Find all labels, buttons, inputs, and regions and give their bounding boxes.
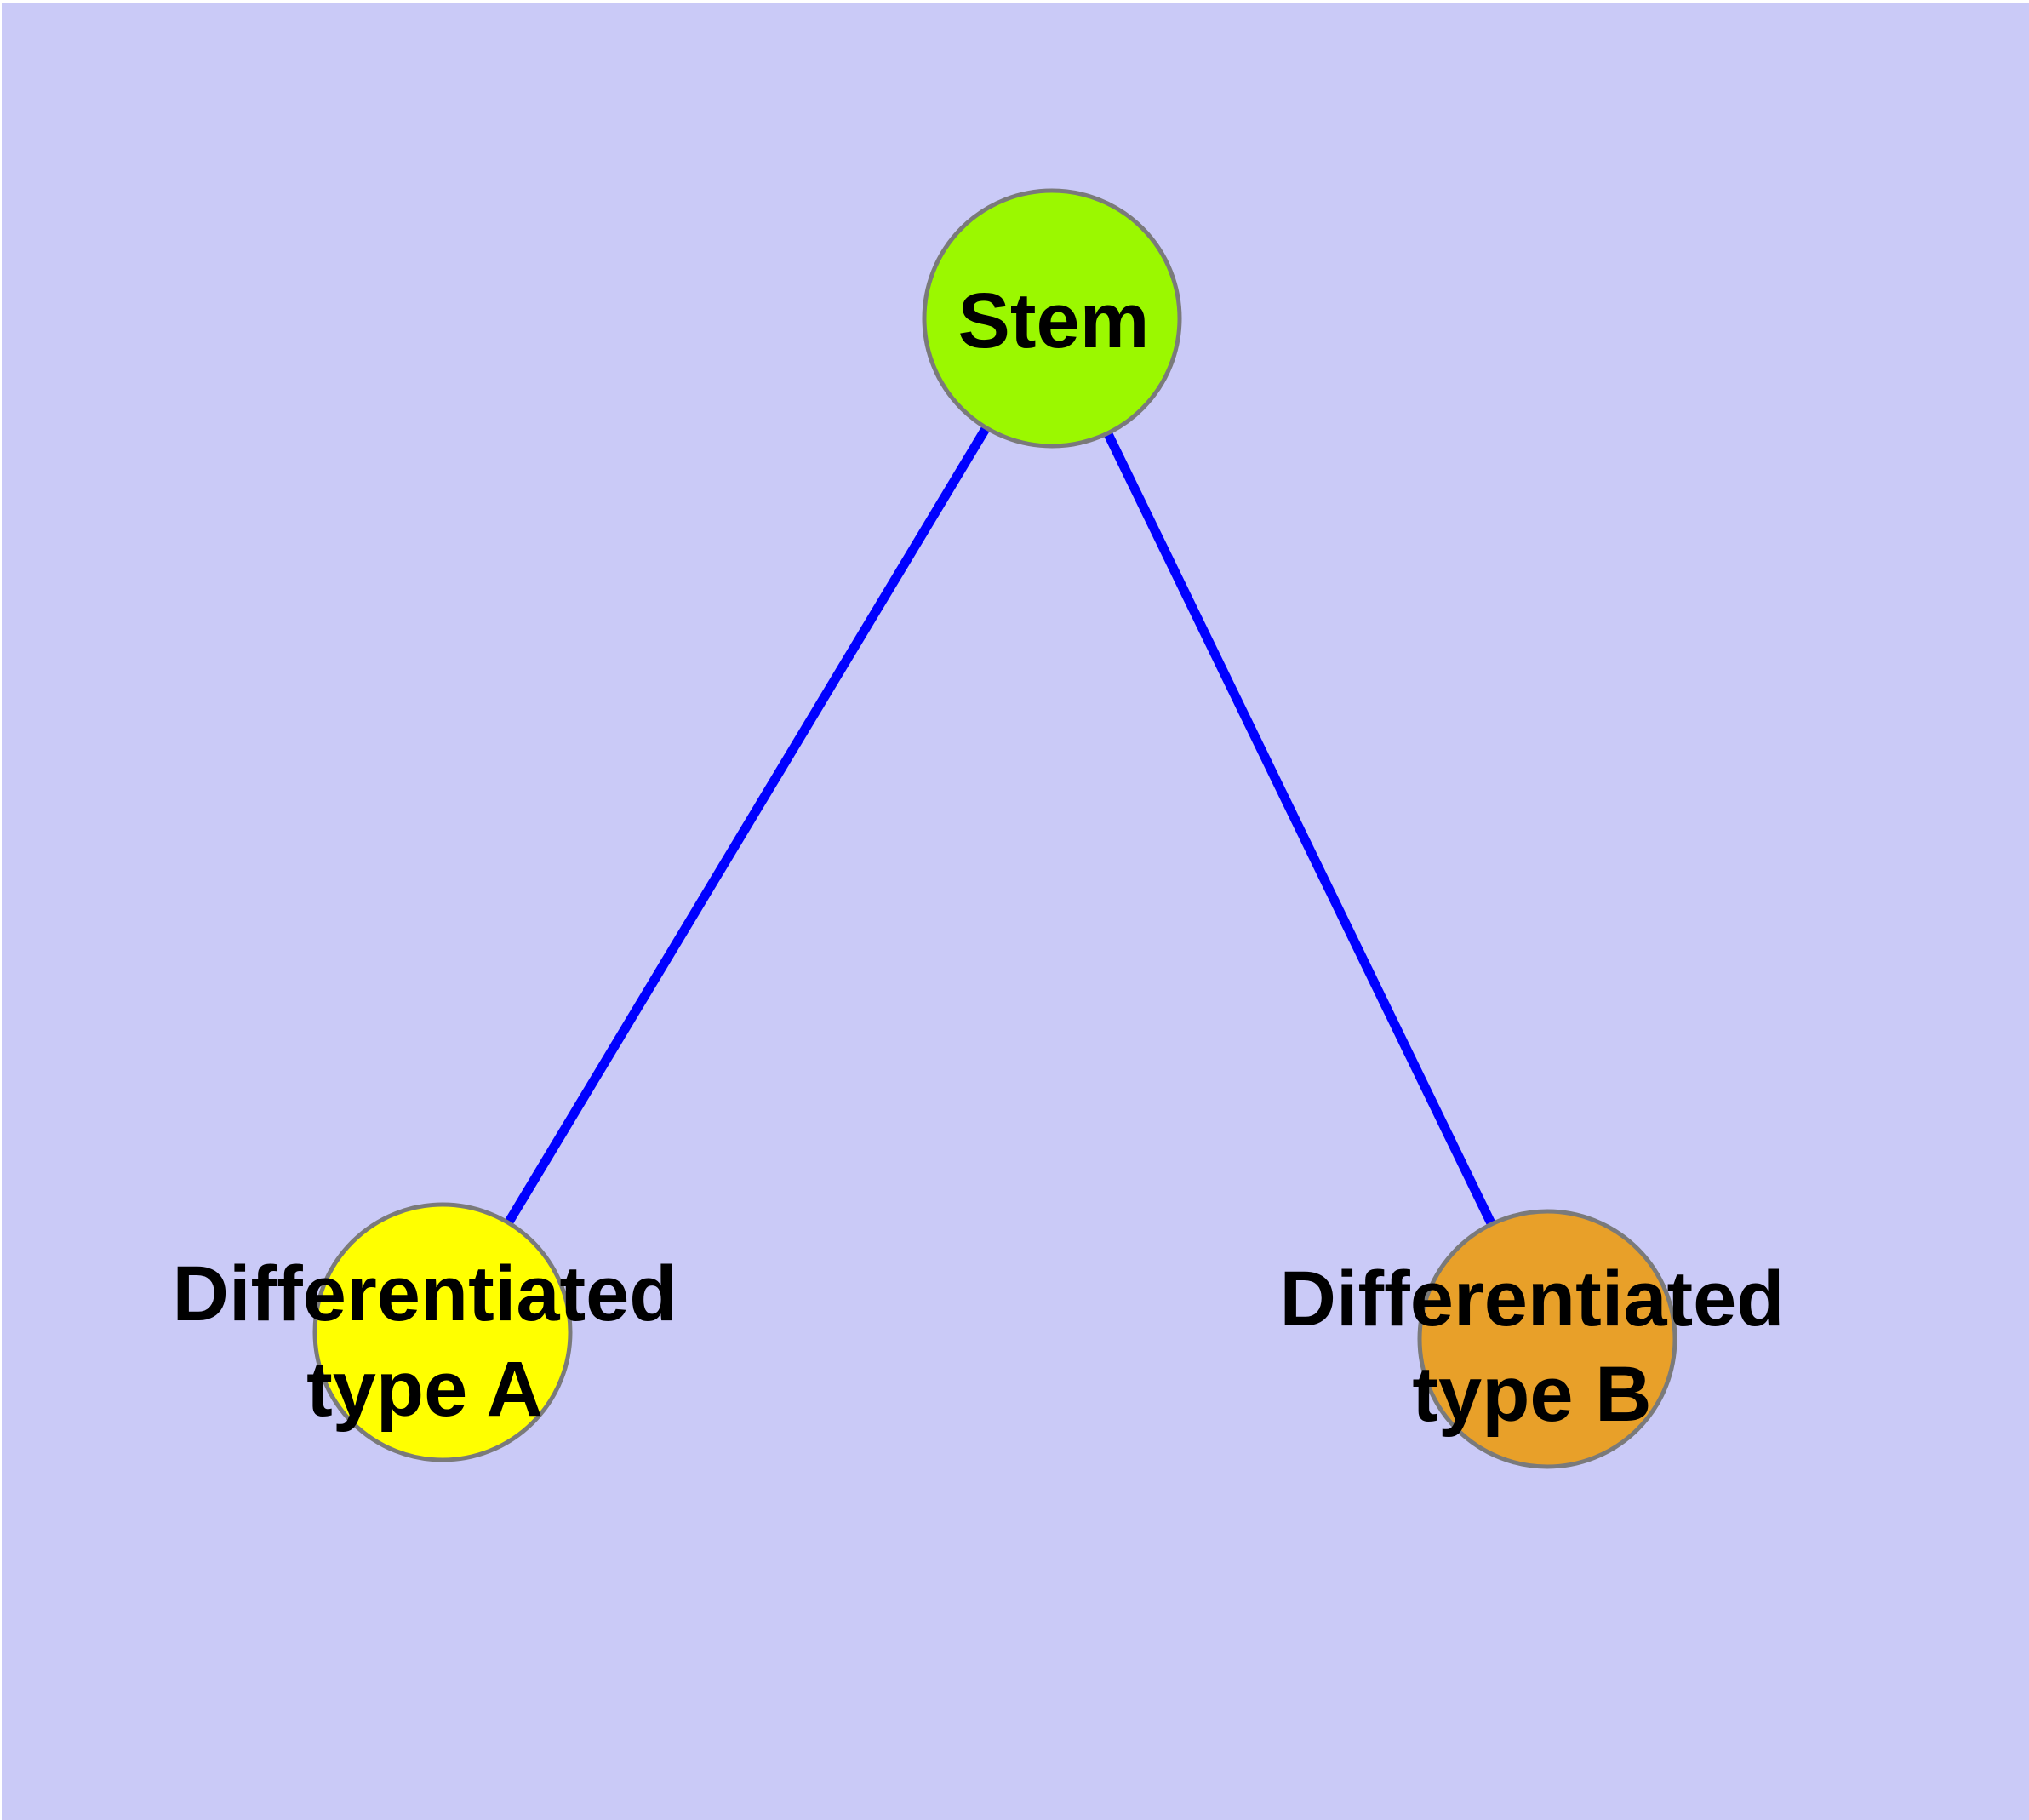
type-a-node-label-line1: Differentiated <box>173 1251 677 1337</box>
type-a-node-label-line2: type A <box>306 1346 543 1433</box>
node-type-a: Differentiated type A <box>173 1202 677 1462</box>
node-stem: Stem <box>922 188 1182 449</box>
stem-node-label: Stem <box>958 278 1150 364</box>
edge-stem-to-type-a <box>438 316 1056 1335</box>
type-b-node-label-line1: Differentiated <box>1280 1256 1785 1342</box>
type-a-node-circle <box>312 1202 573 1462</box>
edges <box>438 316 1552 1342</box>
node-type-b: Differentiated type B <box>1280 1209 1785 1469</box>
canvas-edge-highlight-left <box>0 0 2 1820</box>
stem-node-circle <box>922 188 1182 449</box>
type-b-node-label-line2: type B <box>1412 1351 1651 1438</box>
edge-stem-to-type-b <box>1048 316 1552 1342</box>
type-b-node-circle <box>1417 1209 1677 1469</box>
canvas-edge-highlight-top <box>0 0 2029 3</box>
